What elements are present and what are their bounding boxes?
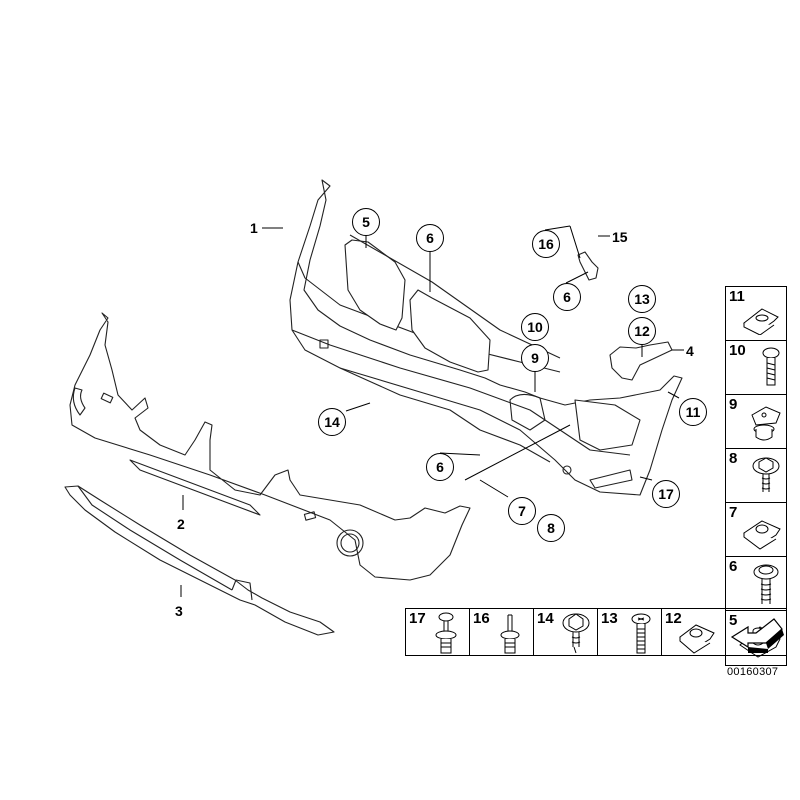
clip-nut-icon (679, 624, 715, 654)
hex-flange-screw-icon (752, 457, 780, 492)
callout-12[interactable]: 12 (628, 317, 656, 345)
oval-head-screw-icon (762, 347, 780, 386)
callout-10[interactable]: 10 (521, 313, 549, 341)
callout-1[interactable]: 1 (250, 220, 258, 236)
fastener-cell-16[interactable]: 16 (470, 609, 534, 655)
callout-16[interactable]: 16 (532, 230, 560, 258)
callout-5[interactable]: 5 (352, 208, 380, 236)
callout-6-lower[interactable]: 6 (426, 453, 454, 481)
callout-11[interactable]: 11 (679, 398, 707, 426)
direction-arrow-cell (725, 608, 787, 656)
callout-7[interactable]: 7 (508, 497, 536, 525)
washer-head-screw-icon (753, 564, 779, 604)
fastener-number: 14 (537, 610, 554, 627)
fastener-grid-horizontal: 17 16 14 13 12 (405, 608, 726, 656)
fastener-cell-8[interactable]: 8 (726, 449, 786, 503)
fastener-number: 11 (729, 288, 745, 305)
fastener-cell-9[interactable]: 9 (726, 395, 786, 449)
pan-head-screw-icon (631, 613, 651, 654)
callout-17[interactable]: 17 (652, 480, 680, 508)
callout-9[interactable]: 9 (521, 344, 549, 372)
fastener-number: 5 (729, 612, 738, 629)
direction-arrow-icon (730, 618, 784, 653)
callout-2[interactable]: 2 (177, 516, 185, 532)
fastener-number: 10 (729, 342, 746, 359)
callout-3[interactable]: 3 (175, 603, 183, 619)
fastener-number: 9 (729, 396, 738, 413)
fastener-number: 17 (409, 610, 426, 627)
callout-4[interactable]: 4 (686, 343, 694, 359)
fastener-cell-14[interactable]: 14 (534, 609, 598, 655)
fastener-number: 12 (665, 610, 682, 627)
fastener-cell-17[interactable]: 17 (406, 609, 470, 655)
fastener-cell-11[interactable]: 11 (726, 287, 786, 341)
callout-13[interactable]: 13 (628, 285, 656, 313)
clip-collar-icon (751, 406, 781, 441)
fastener-cell-12[interactable]: 12 (662, 609, 726, 655)
fastener-number: 16 (473, 610, 490, 627)
callout-14[interactable]: 14 (318, 408, 346, 436)
diagram-id: 00160307 (727, 666, 779, 678)
rivet-cap-icon (435, 612, 457, 654)
rivet-pin-icon (500, 614, 520, 654)
callout-15[interactable]: 15 (612, 229, 628, 245)
hex-flange-screw-icon (562, 613, 590, 654)
fastener-number: 6 (729, 558, 738, 575)
clip-nut-icon (743, 520, 781, 550)
callout-8[interactable]: 8 (537, 514, 565, 542)
fastener-number: 13 (601, 610, 618, 627)
fastener-cell-7[interactable]: 7 (726, 503, 786, 557)
clip-nut-icon (743, 308, 779, 335)
fastener-number: 7 (729, 504, 738, 521)
callout-6-bracket[interactable]: 6 (553, 283, 581, 311)
callout-6-grille[interactable]: 6 (416, 224, 444, 252)
fastener-number: 8 (729, 450, 738, 467)
fastener-cell-10[interactable]: 10 (726, 341, 786, 395)
fastener-cell-13[interactable]: 13 (598, 609, 662, 655)
fastener-cell-6[interactable]: 6 (726, 557, 786, 611)
